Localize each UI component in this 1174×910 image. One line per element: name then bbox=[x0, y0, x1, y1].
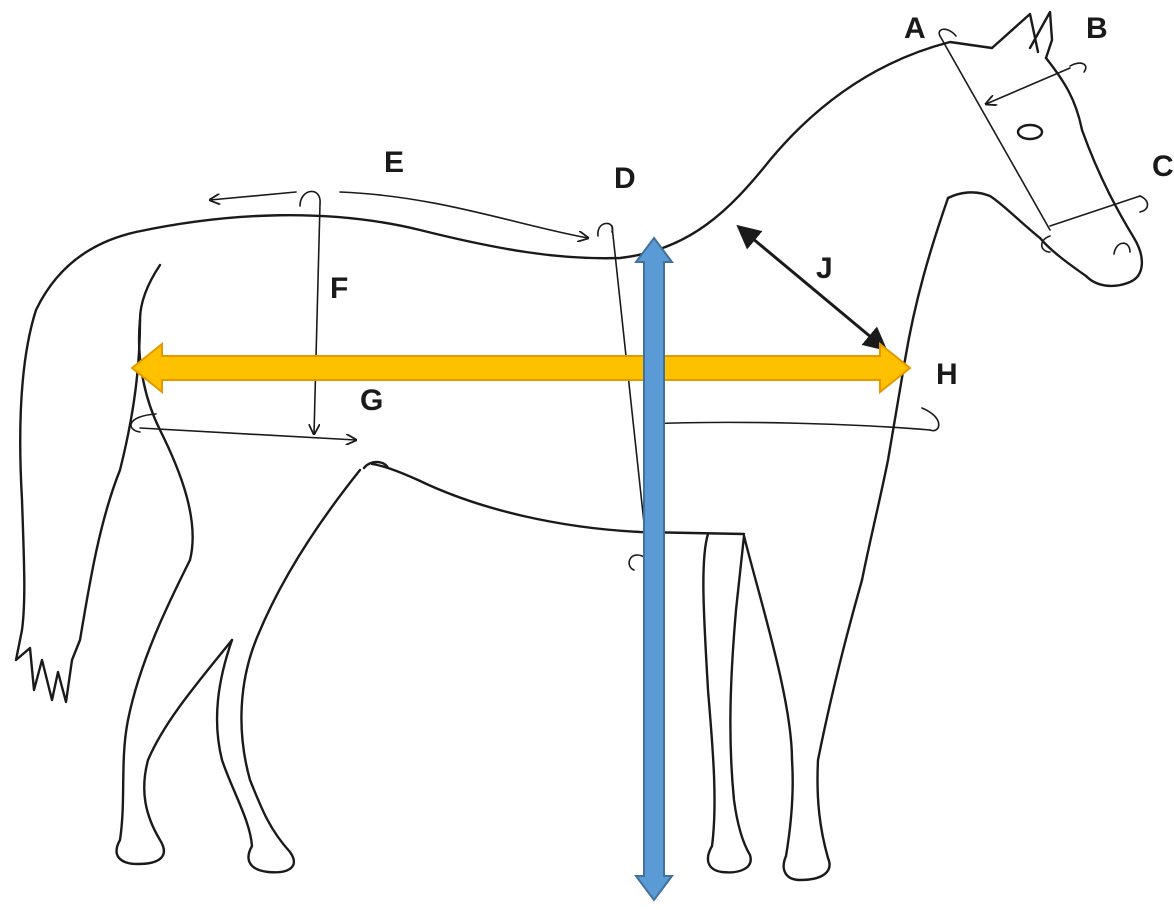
hook-h bbox=[922, 408, 939, 431]
hook-c bbox=[1140, 196, 1148, 212]
shoulder-double-arrow bbox=[740, 228, 884, 348]
hook-d bbox=[598, 223, 613, 236]
ears bbox=[992, 12, 1052, 58]
topline-arrow-forward bbox=[340, 192, 588, 238]
label-a: A bbox=[904, 12, 926, 45]
face-and-muzzle bbox=[1040, 58, 1142, 286]
hook-b bbox=[1070, 63, 1086, 72]
hook-e bbox=[300, 191, 320, 206]
noseband-line bbox=[1050, 196, 1140, 226]
label-f: F bbox=[330, 272, 348, 305]
body-length-line bbox=[140, 428, 356, 440]
near-hind-leg bbox=[217, 470, 360, 872]
back-and-neck-crest bbox=[136, 42, 992, 258]
measurement-guides bbox=[131, 29, 1148, 570]
label-d: D bbox=[614, 162, 636, 195]
label-j: J bbox=[816, 252, 833, 285]
jaw-line bbox=[948, 192, 1040, 238]
hook-a bbox=[939, 29, 956, 36]
near-front-leg bbox=[744, 536, 862, 880]
height-arrow bbox=[636, 238, 672, 900]
label-e: E bbox=[384, 146, 404, 179]
topline-arrow-back bbox=[210, 192, 296, 200]
chest-line bbox=[646, 422, 930, 430]
label-b: B bbox=[1086, 12, 1108, 45]
flank-vertical-line bbox=[314, 204, 320, 434]
label-h: H bbox=[936, 358, 958, 391]
tail bbox=[16, 232, 160, 702]
far-front-leg bbox=[703, 534, 750, 872]
eye bbox=[1018, 125, 1042, 139]
label-c: C bbox=[1152, 150, 1174, 183]
nostril bbox=[1114, 243, 1130, 254]
girth-vertical-line bbox=[612, 226, 648, 560]
label-g: G bbox=[360, 384, 383, 417]
length-arrow bbox=[132, 344, 910, 392]
belly bbox=[372, 464, 744, 534]
browband-line bbox=[986, 68, 1070, 104]
horse-outline bbox=[16, 12, 1142, 880]
